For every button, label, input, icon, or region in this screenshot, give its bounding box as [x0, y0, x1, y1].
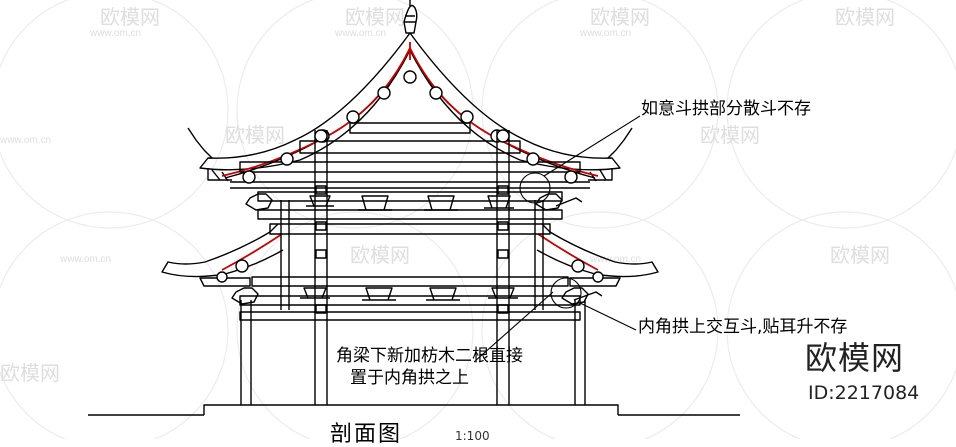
- watermark-logo: 欧模网: [830, 244, 890, 267]
- watermark-logo: 欧模网: [700, 124, 760, 147]
- callout-top: [519, 115, 641, 204]
- watermark-repeat-text: 欧模网 欧模网 欧模网 欧模网 欧模网 欧模网 欧模网 欧模网 欧模网 www.…: [0, 6, 895, 385]
- watermark-logo: 欧模网: [350, 244, 410, 267]
- columns: [240, 130, 586, 405]
- watermark-brand: 欧模网: [805, 339, 905, 377]
- watermark-url: www.om.cn: [334, 28, 386, 39]
- annotation-bottom-right: 内角拱上交互斗,贴耳升不存: [638, 317, 848, 337]
- lower-purlins: [216, 259, 604, 283]
- watermark-url: www.om.cn: [59, 254, 111, 265]
- callout-right: [550, 277, 637, 331]
- watermark-url: www.om.cn: [579, 28, 631, 39]
- watermark-logo: 欧模网: [835, 6, 895, 29]
- lower-beams: [239, 223, 581, 321]
- watermark-logo: 欧模网: [590, 6, 650, 29]
- watermark-url: www.om.cn: [89, 28, 141, 39]
- annotation-bottom-left-line1: 角梁下新加枋木二根直接: [336, 346, 523, 366]
- upper-beams: [239, 122, 581, 220]
- upper-purlins: [242, 70, 578, 184]
- watermark-url: www.om.cn: [0, 135, 51, 146]
- drawing-scale: 1:100: [455, 429, 490, 443]
- roof-finial: [403, 0, 418, 34]
- drawing-title: 剖面图: [330, 422, 403, 447]
- watermark-logo: 欧模网: [100, 6, 160, 29]
- watermark-id: ID:2217084: [808, 382, 920, 404]
- watermark-logo: 欧模网: [0, 362, 60, 385]
- column-top-circles: [314, 129, 510, 143]
- annotation-bottom-left-line2: 置于内角拱之上: [350, 368, 469, 388]
- callout-left-leader: [473, 291, 554, 363]
- watermark-url: www.om.cn: [589, 254, 641, 265]
- upper-bracket-sets: [245, 193, 583, 211]
- watermark-logo: 欧模网: [225, 124, 285, 147]
- upper-rafter-red: [221, 47, 599, 177]
- annotation-top-right: 如意斗拱部分散斗不存: [641, 99, 811, 119]
- lower-bracket-sets: [231, 287, 603, 305]
- watermark-logo: 欧模网: [345, 6, 405, 29]
- base-platform: [88, 404, 740, 416]
